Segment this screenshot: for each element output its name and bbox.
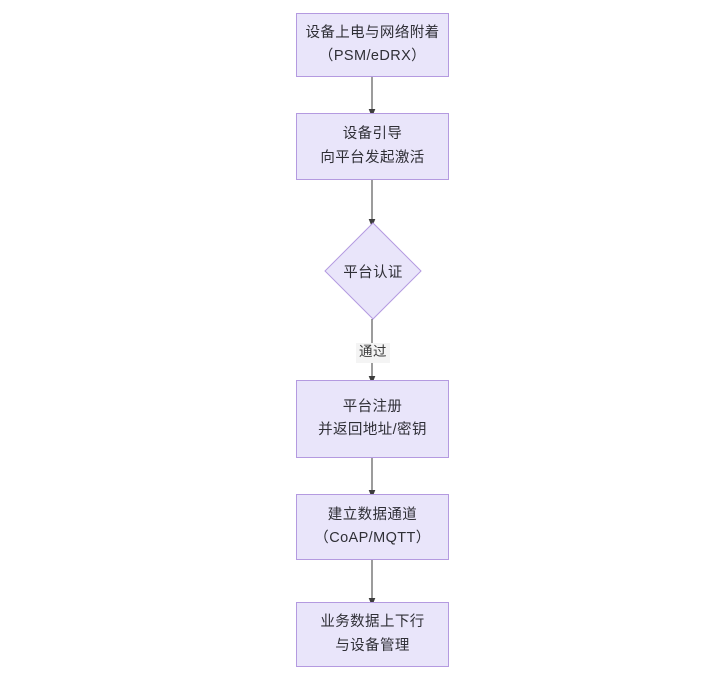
decision-node-shape[interactable]	[324, 222, 422, 320]
node-text-line: 平台注册	[342, 398, 403, 415]
process-node[interactable]: 设备上电与网络附着 （PSM/eDRX）	[296, 13, 449, 77]
node-text-line: 建立数据通道	[327, 506, 418, 523]
node-text-line: 平台认证	[343, 264, 403, 281]
node-text-line: 向平台发起激活	[320, 149, 425, 166]
process-node[interactable]: 设备引导向平台发起激活	[296, 113, 449, 180]
node-text-line: （PSM/eDRX）	[318, 48, 427, 64]
node-text-line: 并返回地址/密钥	[318, 422, 427, 438]
node-text-line: 设备上电与网络附着	[305, 24, 440, 41]
decision-node-label: 平台认证	[325, 223, 421, 319]
process-node[interactable]: 平台注册并返回地址/密钥	[296, 380, 449, 458]
process-node[interactable]: 业务数据上下行与设备管理	[296, 602, 449, 667]
diamond-layer	[324, 222, 422, 320]
node-text-line: 与设备管理	[335, 637, 410, 654]
node-text-line: （CoAP/MQTT）	[314, 530, 431, 546]
process-node[interactable]: 建立数据通道 （CoAP/MQTT）	[296, 494, 449, 560]
node-text-line: 设备引导	[342, 126, 403, 143]
edge-label: 通过	[356, 343, 390, 363]
node-text-line: 业务数据上下行	[320, 614, 425, 631]
